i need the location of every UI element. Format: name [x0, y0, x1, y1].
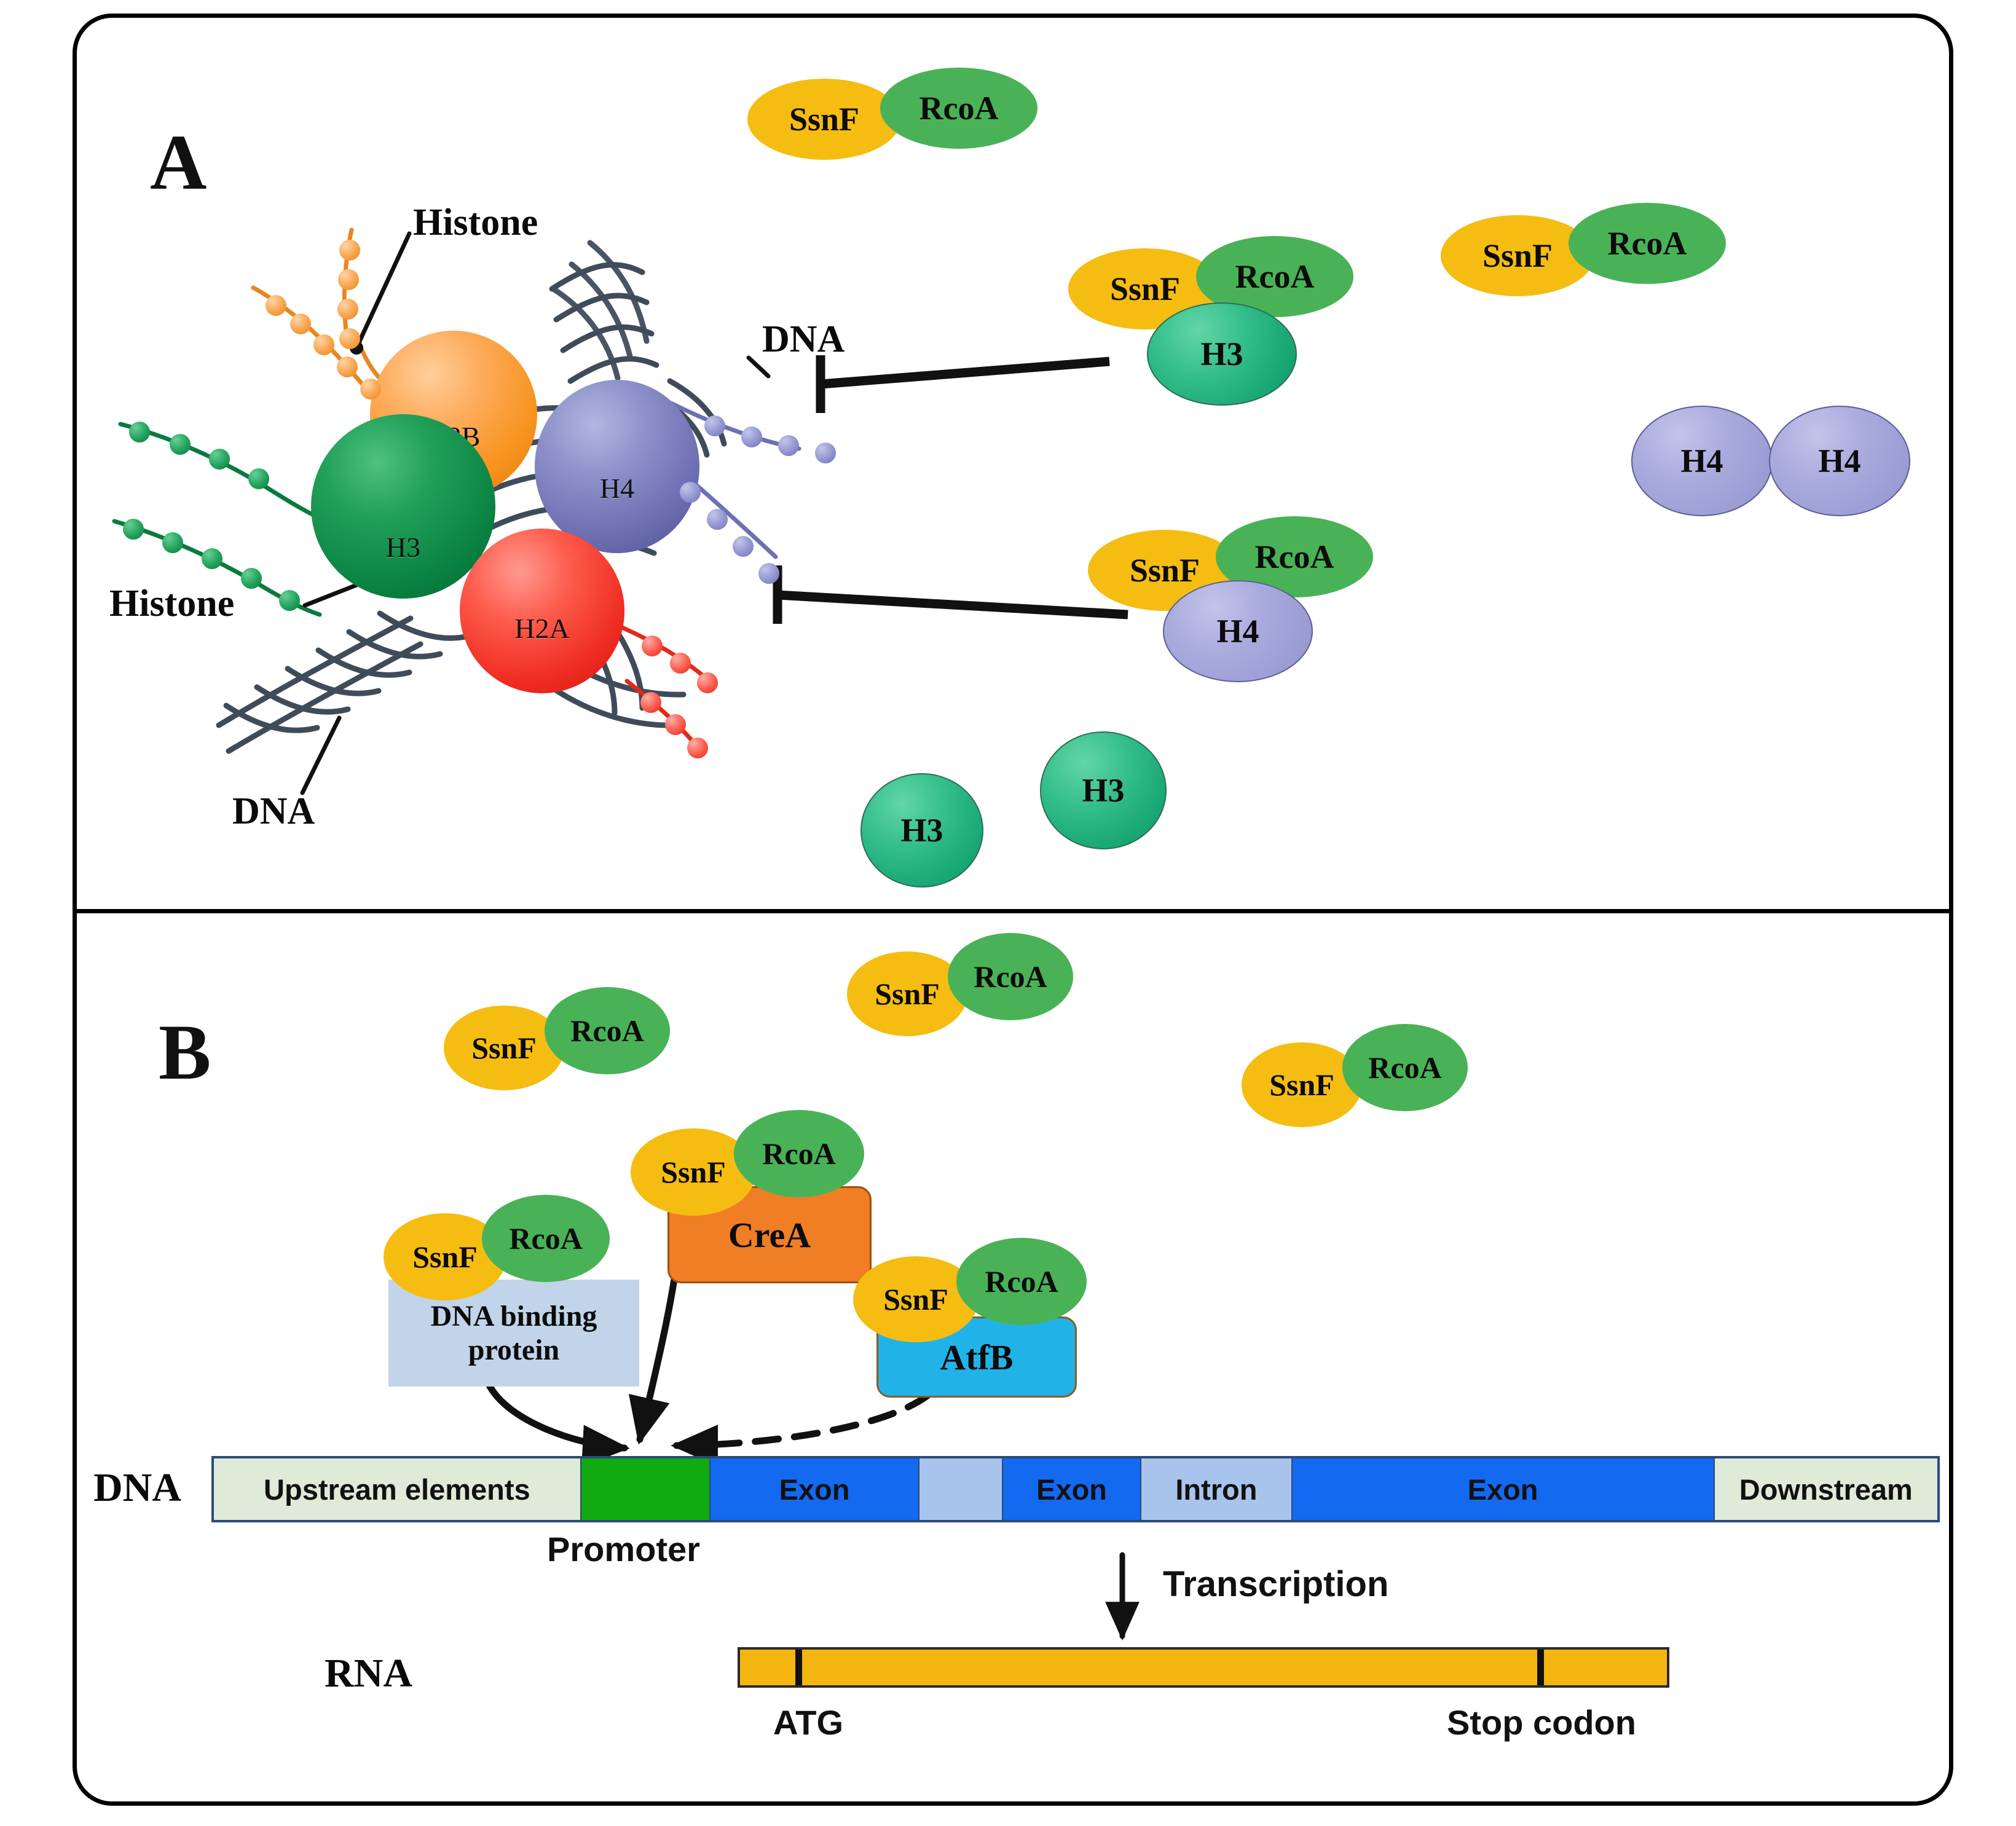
histone-h3-bound: H3	[1147, 302, 1297, 406]
transcription-label: Transcription	[1163, 1564, 1389, 1604]
panel-letter-b: B	[159, 1009, 211, 1096]
rcoa-ellipse: RcoA	[1216, 516, 1373, 597]
rcoa-ellipse: RcoA	[545, 987, 670, 1074]
tail-bead	[778, 435, 799, 456]
gene-segment-promoter[interactable]	[581, 1458, 711, 1520]
stop-codon-label: Stop codon	[1447, 1703, 1636, 1742]
rcoa-ellipse: RcoA	[948, 933, 1073, 1020]
ssnf-ellipse: SsnF	[444, 1005, 564, 1090]
free-histone-h4: H4	[1769, 406, 1910, 516]
tail-bead	[313, 334, 334, 355]
panel-letter-a: A	[150, 119, 207, 206]
dna-binding-protein-box: DNA binding protein	[388, 1280, 639, 1387]
inhibition-arrows	[773, 355, 1128, 624]
free-histone-h4: H4	[1631, 406, 1773, 516]
free-histone-h3: H3	[860, 773, 983, 887]
tail-bead	[642, 636, 663, 656]
histone-h4-bound: H4	[1163, 580, 1313, 682]
promoter-label: Promoter	[547, 1530, 700, 1568]
histone-sphere-h3: H3	[311, 414, 495, 599]
tail-bead	[733, 536, 754, 557]
gene-segment-exon-2[interactable]: Exon	[1002, 1458, 1142, 1520]
tail-bead	[338, 269, 359, 290]
histone-sphere-h4: H4	[535, 380, 699, 553]
tail-bead	[697, 672, 718, 693]
rcoa-ellipse: RcoA	[1569, 203, 1726, 284]
rcoa-ellipse: RcoA	[482, 1195, 610, 1282]
histone-sphere-h2a: H2A	[460, 529, 624, 693]
label-dna-right: DNA	[762, 318, 845, 360]
tail-bead	[337, 356, 358, 377]
tail-bead	[266, 295, 286, 316]
atg-tick	[795, 1650, 803, 1685]
tail-bead	[665, 714, 686, 735]
dnabp-line2: protein	[468, 1334, 560, 1366]
gene-segment-spacer[interactable]	[919, 1458, 1003, 1520]
label-histone-top: Histone	[413, 202, 538, 243]
tail-bead	[670, 653, 691, 674]
dna-row-label: DNA	[93, 1465, 181, 1510]
gene-map-bar: Upstream elements Exon Exon Intron Exon …	[211, 1456, 1940, 1522]
tail-bead	[339, 328, 360, 349]
rcoa-ellipse: RcoA	[1342, 1024, 1468, 1111]
ssnf-ellipse: SsnF	[1068, 248, 1222, 329]
tail-bead	[162, 532, 183, 553]
gene-segment-intron[interactable]: Intron	[1141, 1458, 1293, 1520]
rcoa-ellipse: RcoA	[1196, 236, 1353, 317]
panel-divider	[73, 909, 1953, 913]
rcoa-ellipse: RcoA	[880, 68, 1038, 149]
gene-segment-downstream[interactable]: Downstream	[1714, 1458, 1938, 1520]
tail-bead	[815, 443, 836, 463]
tail-bead	[339, 240, 360, 261]
tail-bead	[640, 692, 661, 713]
rcoa-ellipse: RcoA	[956, 1238, 1087, 1325]
tail-bead	[279, 590, 300, 611]
tail-bead	[758, 563, 779, 584]
tail-bead	[707, 509, 728, 530]
ssnf-ellipse: SsnF	[747, 79, 901, 160]
dnabp-line1: DNA binding	[430, 1299, 597, 1332]
rna-transcript-bar	[738, 1647, 1669, 1688]
tail-bead	[687, 738, 708, 758]
free-histone-h3: H3	[1040, 731, 1167, 849]
tail-bead	[290, 313, 311, 334]
tail-bead	[129, 422, 150, 443]
gene-segment-exon-3[interactable]: Exon	[1292, 1458, 1715, 1520]
tail-bead	[170, 434, 191, 455]
ssnf-ellipse: SsnF	[1441, 215, 1594, 296]
tail-bead	[680, 482, 701, 503]
tail-bead	[704, 415, 725, 436]
tail-bead	[209, 449, 230, 470]
tail-bead	[248, 468, 269, 489]
tail-bead	[337, 299, 358, 320]
rna-row-label: RNA	[325, 1651, 412, 1696]
tail-bead	[360, 379, 381, 399]
ssnf-ellipse: SsnF	[1242, 1042, 1362, 1127]
gene-segment-upstream[interactable]: Upstream elements	[214, 1458, 581, 1520]
label-dna-bottom: DNA	[232, 790, 315, 832]
tail-bead	[123, 519, 144, 540]
ssnf-ellipse: SsnF	[847, 951, 967, 1036]
label-histone-left: Histone	[109, 583, 235, 624]
stop-codon-tick	[1537, 1650, 1544, 1685]
tail-bead	[202, 548, 222, 569]
atg-label: ATG	[773, 1703, 844, 1742]
gene-segment-exon-1[interactable]: Exon	[711, 1458, 919, 1520]
rcoa-ellipse: RcoA	[734, 1110, 864, 1197]
tail-bead	[741, 427, 762, 447]
tail-bead	[241, 568, 262, 589]
